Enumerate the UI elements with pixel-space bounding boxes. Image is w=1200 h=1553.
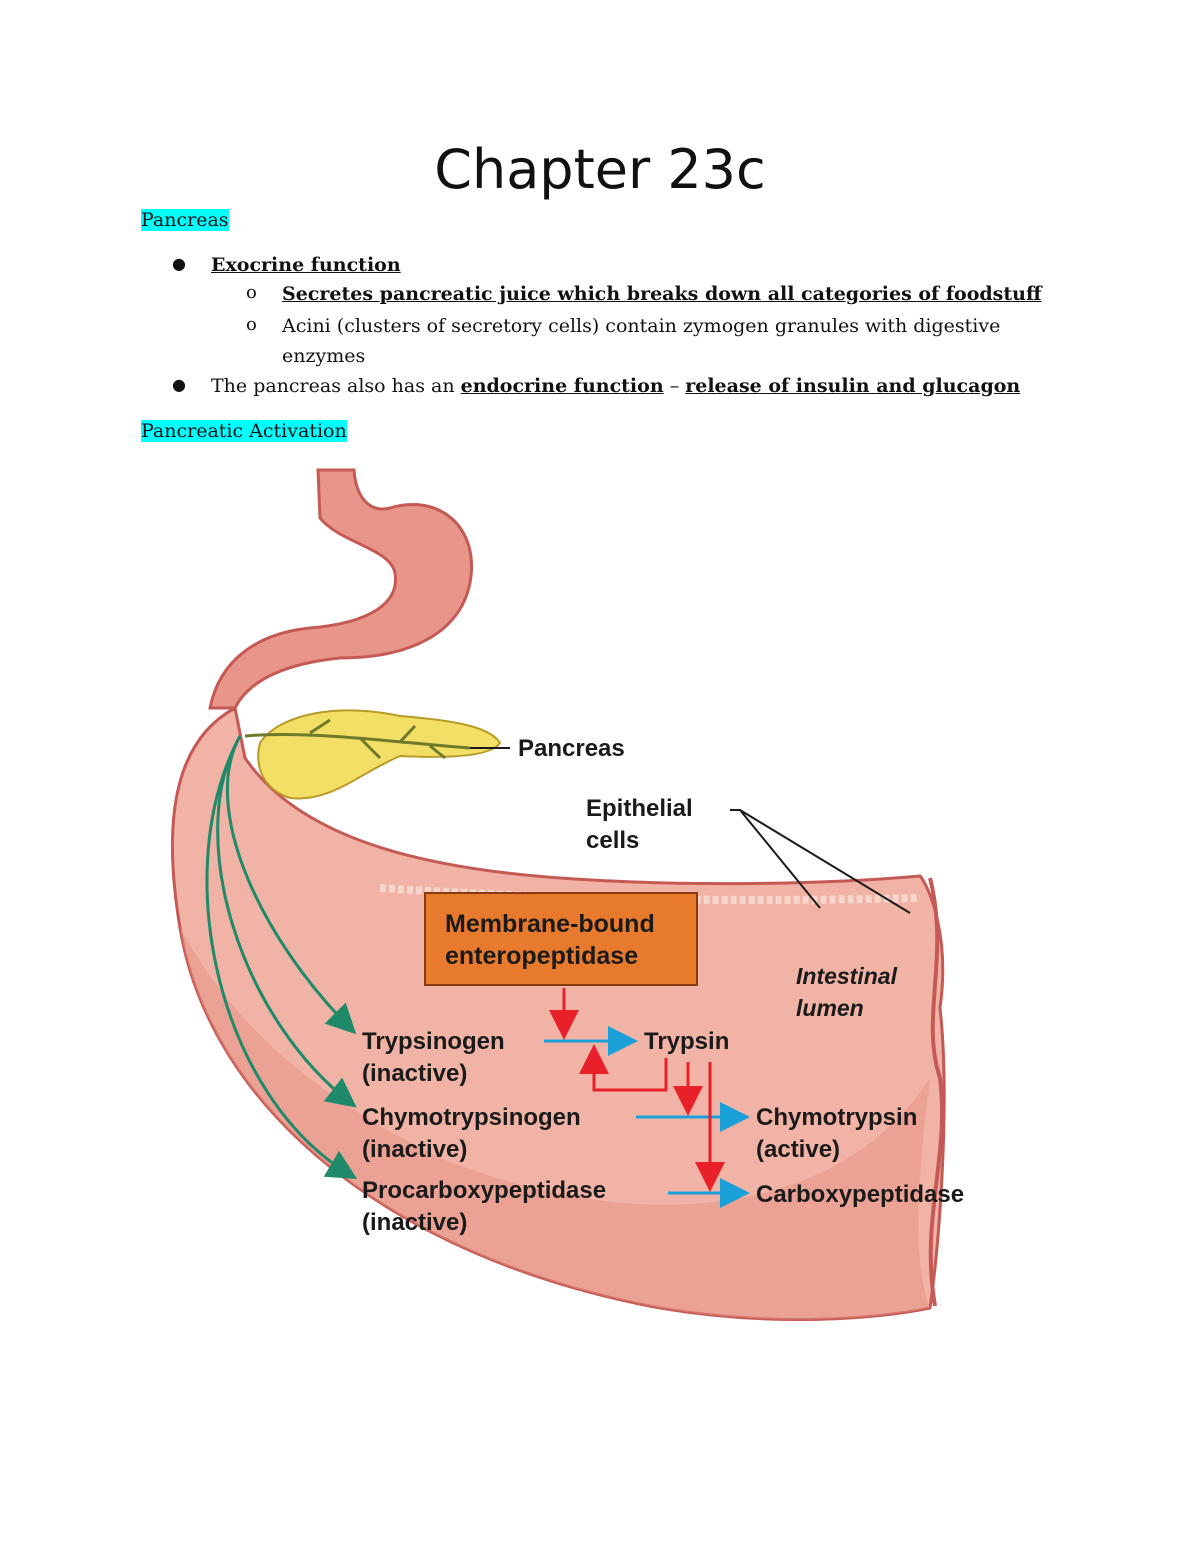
section-heading-pancreas: Pancreas xyxy=(141,208,229,232)
epithelial-leader-lines xyxy=(730,809,911,914)
list-item: Exocrine function xyxy=(211,250,401,280)
bullet-icon: ● xyxy=(172,254,186,273)
page-title: Chapter 23c xyxy=(434,138,766,201)
carboxypeptidase-label: Carboxypeptidase xyxy=(756,1181,964,1208)
bullet-icon: ● xyxy=(172,375,186,394)
box-label-line1: Membrane-bound xyxy=(445,910,655,938)
green-arrow-chymotrypsinogen xyxy=(216,739,357,1108)
green-arrow-procarboxypeptidase xyxy=(205,743,358,1180)
trypsinogen-state: (inactive) xyxy=(362,1060,467,1087)
chymotrypsin-state: (active) xyxy=(756,1136,840,1163)
enteropeptidase-box xyxy=(424,892,698,986)
exocrine-function-text: Exocrine function xyxy=(211,254,401,276)
pancreatic-duct xyxy=(244,718,471,760)
procarboxypeptidase-state: (inactive) xyxy=(362,1209,467,1236)
insulin-glucagon-text: release of insulin and glucagon xyxy=(685,375,1021,397)
endocrine-intro-text: The pancreas also has an xyxy=(211,375,455,397)
dash-text: – xyxy=(669,375,680,397)
epithelial-label-line2: cells xyxy=(586,827,639,854)
section-heading-activation: Pancreatic Activation xyxy=(141,419,347,443)
chymotrypsinogen-label: Chymotrypsinogen xyxy=(362,1104,581,1131)
secretes-text: Secretes pancreatic juice which breaks d… xyxy=(282,283,1042,305)
pancreas-label: Pancreas xyxy=(518,735,625,762)
list-item: The pancreas also has an endocrine funct… xyxy=(211,371,1020,401)
trypsinogen-label: Trypsinogen xyxy=(362,1028,505,1055)
endocrine-function-text: endocrine function xyxy=(460,375,664,397)
stomach-shape xyxy=(208,468,473,710)
procarboxypeptidase-label: Procarboxypeptidase xyxy=(362,1177,606,1204)
pancreas-shape xyxy=(257,709,502,800)
circle-bullet-icon: o xyxy=(246,282,257,303)
trypsin-label: Trypsin xyxy=(644,1028,729,1055)
lumen-label-line1: Intestinal xyxy=(796,963,898,989)
chymotrypsinogen-state: (inactive) xyxy=(362,1136,467,1163)
list-item: Acini (clusters of secretory cells) cont… xyxy=(282,315,1001,337)
section-heading-pancreas-text: Pancreas xyxy=(141,209,229,231)
list-item: Secretes pancreatic juice which breaks d… xyxy=(282,279,1042,309)
pancreatic-activation-figure: Pancreas Epithelial cells Membrane-bound… xyxy=(170,468,964,1322)
circle-bullet-icon: o xyxy=(246,314,257,335)
list-item-continuation: enzymes xyxy=(282,345,366,367)
section-heading-activation-text: Pancreatic Activation xyxy=(141,420,347,442)
epithelial-label-line1: Epithelial xyxy=(586,795,693,822)
lumen-label-line2: lumen xyxy=(796,995,864,1021)
intestine-inner xyxy=(180,928,930,1320)
green-arrow-trypsinogen xyxy=(225,735,357,1035)
box-label-line2: enteropeptidase xyxy=(445,942,638,970)
red-arrow-autocatalysis xyxy=(579,1044,668,1092)
intestine-wall-edge xyxy=(928,877,945,1307)
chymotrypsin-label: Chymotrypsin xyxy=(756,1104,917,1131)
